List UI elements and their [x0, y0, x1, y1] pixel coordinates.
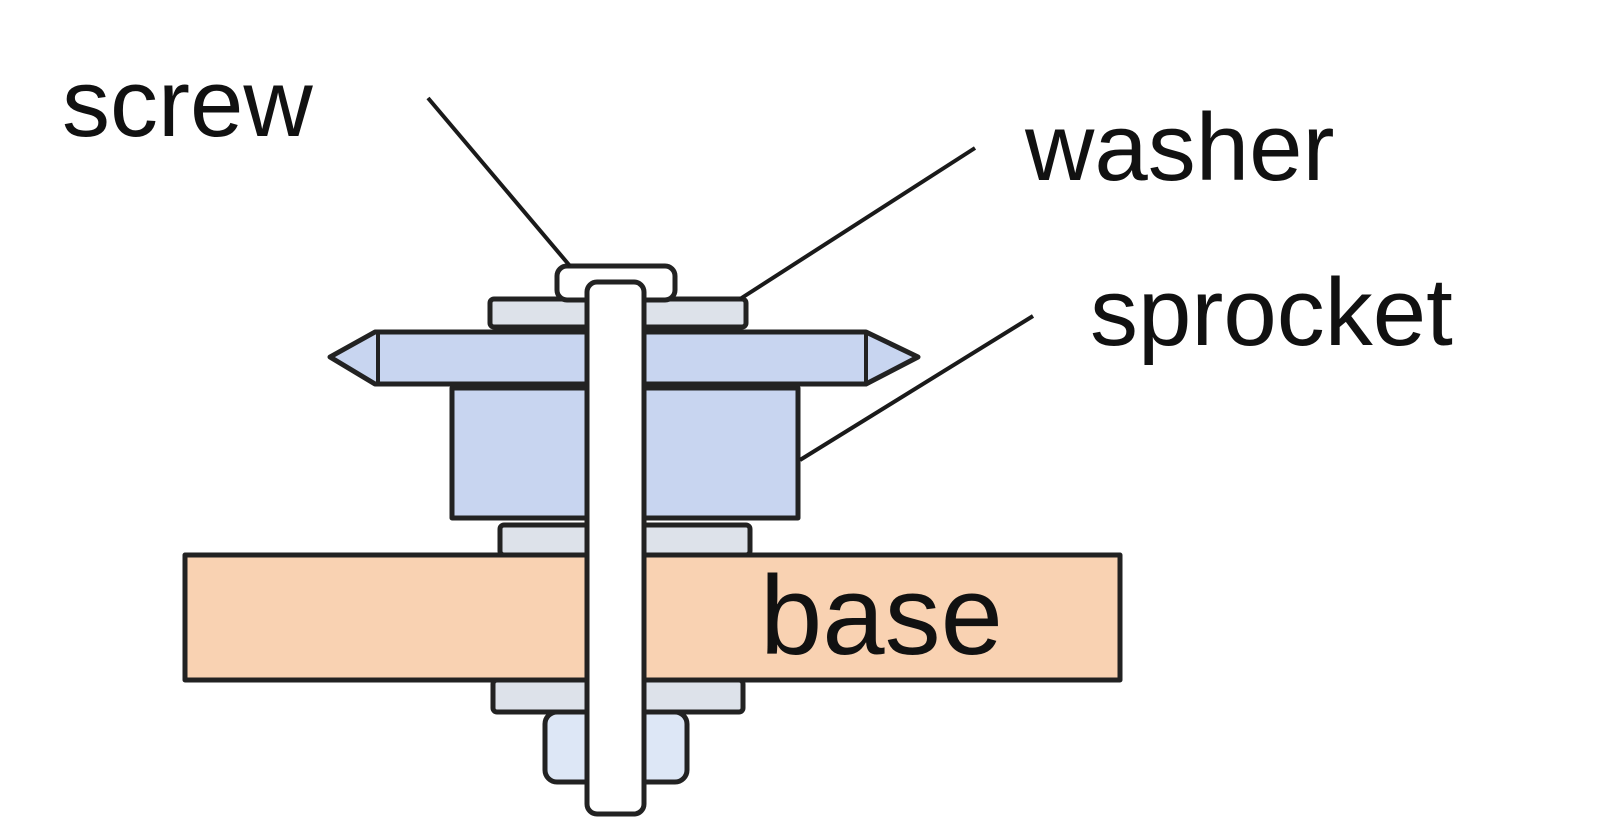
- screw-shaft: [584, 279, 647, 817]
- sprocket-label: sprocket: [1090, 259, 1453, 366]
- base-plate: [182, 552, 1123, 683]
- sprocket-leader-line: [798, 314, 1035, 462]
- screw-label: screw: [62, 50, 313, 157]
- screw-leader-line: [426, 96, 572, 268]
- washer-label: washer: [1024, 94, 1334, 201]
- washer-leader-line: [738, 146, 977, 301]
- base-label: base: [760, 553, 1003, 678]
